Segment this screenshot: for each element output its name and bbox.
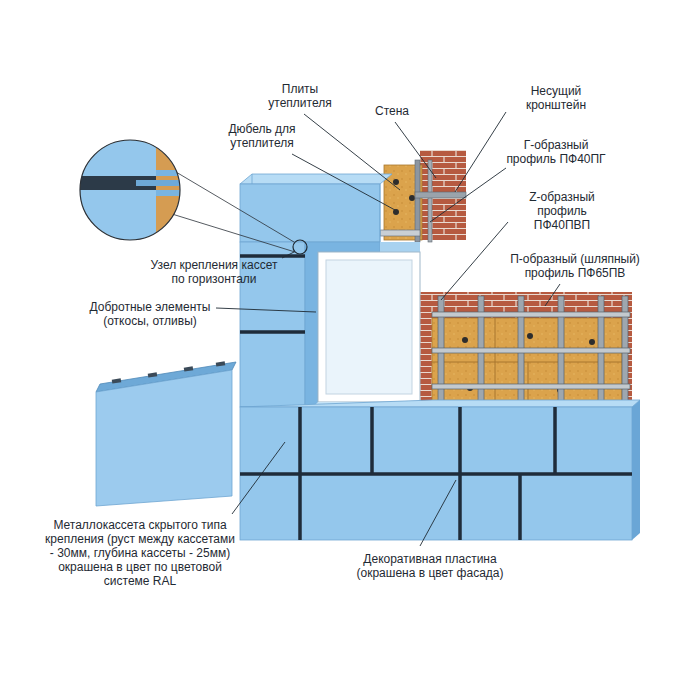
zoom-line: [172, 214, 295, 252]
band-side-face: [632, 400, 640, 540]
leader-line: [420, 480, 456, 546]
callout-label: П-образный (шляпный) профиль ПФ65ПВ: [507, 252, 643, 280]
callout-label: Стена: [362, 104, 422, 118]
leader-line: [430, 168, 506, 222]
callout-label: Металлокассета скрытого типа крепления (…: [44, 518, 236, 588]
rust-gaps: [240, 256, 632, 540]
leader-line: [292, 154, 395, 210]
cassette-tabs: [112, 361, 226, 383]
zoom-content: [78, 138, 182, 242]
insulation-slab: [432, 318, 622, 408]
zoom-insulation: [78, 138, 182, 242]
brick-wall: [420, 292, 632, 408]
lintel-cassette: [240, 184, 380, 242]
insulation-dowel: [527, 333, 533, 339]
callout-label: Дюбель для утеплителя: [212, 122, 312, 150]
l-profile: [415, 160, 420, 242]
leader-line: [545, 284, 560, 306]
leader-line: [441, 222, 508, 300]
leader-line: [216, 308, 316, 312]
leader-line: [282, 252, 294, 258]
zoom-lower-cassette: [78, 190, 156, 242]
bracket: [380, 230, 420, 236]
insulation-dowel: [462, 337, 468, 343]
cassette-tab: [184, 366, 194, 371]
zoom-fastener: [136, 180, 182, 186]
band-top-face: [240, 400, 640, 407]
window-reveal-top: [380, 242, 420, 252]
cassette-face: [96, 370, 232, 506]
zoom-line: [176, 172, 294, 242]
callout-label: Декоративная пластина (окрашена в цвет ф…: [335, 552, 525, 580]
bracket: [415, 192, 466, 198]
cassette-facade: [240, 174, 640, 540]
cassette-edge: [252, 174, 380, 242]
insulation-joint: [432, 318, 622, 408]
zoom-marker: [293, 240, 307, 254]
callout-label: Несущий кронштейн: [511, 84, 601, 112]
callout-label: Z-образный профиль ПФ40ПВП: [510, 190, 614, 232]
window-frame: [318, 252, 420, 402]
leader-line: [455, 112, 506, 192]
leader-line: [395, 122, 436, 178]
lintel-top-face: [240, 174, 392, 184]
cassette-tab: [112, 378, 122, 383]
hat-profile: [432, 384, 630, 389]
leader-line: [304, 114, 400, 190]
callout-label: Добротные элементы (откосы, отливы): [87, 300, 213, 328]
callout-label: Г-образный профиль ПФ40ПГ: [506, 138, 606, 166]
callout-label: Узел крепления кассет по горизонтали: [148, 258, 280, 286]
zoom-circle: [80, 140, 180, 240]
hat-profile: [432, 312, 630, 317]
window-glass: [326, 260, 412, 394]
cassette-tab: [216, 361, 226, 366]
zoom-lower-flange: [156, 190, 182, 196]
hat-profile: [432, 348, 630, 353]
top-cutaway: [380, 150, 466, 242]
insulation-dowel: [589, 339, 595, 345]
leader-lines: [216, 112, 560, 546]
zoom-upper-cassette: [78, 138, 156, 176]
insulation-dowel: [409, 195, 415, 201]
right-cutaway: [420, 292, 632, 408]
hat-profiles: [432, 312, 630, 389]
cassette-tab: [148, 372, 158, 377]
single-cassette: [96, 361, 236, 506]
leader-line: [232, 442, 285, 514]
insulation-dowel: [393, 179, 399, 185]
joint-zoom: [78, 138, 307, 254]
callout-label: Плиты утеплителя: [260, 82, 340, 110]
